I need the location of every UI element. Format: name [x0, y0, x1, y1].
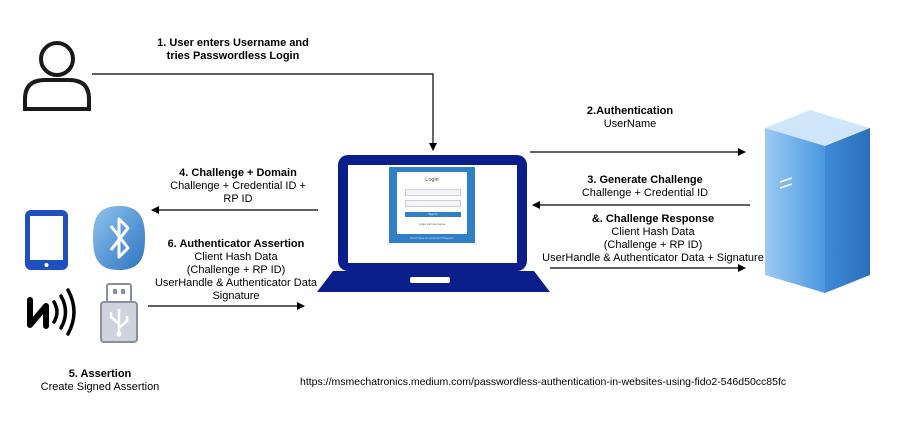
step-6-line-2: (Challenge + RP ID): [186, 264, 286, 276]
bluetooth-icon: [93, 206, 145, 270]
login-link[interactable]: Login via Username: [418, 222, 446, 226]
step-7-title: &. Challenge Response: [591, 213, 715, 225]
login-card: Login Sign in Login via Username: [397, 172, 467, 234]
step-4-line-1: Challenge + Credential ID +: [170, 180, 306, 192]
phone-icon: [25, 210, 68, 270]
source-url[interactable]: https://msmechatronics.medium.com/passwo…: [300, 376, 787, 388]
username-field[interactable]: [405, 189, 461, 196]
laptop-screen: Login Sign in Login via Username Don't h…: [389, 167, 475, 243]
step-1-line-1: tries Passwordless Login: [166, 50, 300, 62]
step-7-label: &. Challenge Response Client Hash Data (…: [533, 213, 773, 265]
user-icon: [23, 41, 91, 111]
step-4-line-2: RP ID: [223, 193, 253, 205]
register-link[interactable]: Don't have an account? Register: [410, 236, 454, 240]
nfc-icon: [27, 288, 76, 336]
step-6-line-3: UserHandle & Authenticator Data: [154, 277, 318, 289]
step-2-label: 2.Authentication UserName: [565, 105, 695, 131]
step-7-line-2: (Challenge + RP ID): [603, 239, 703, 251]
step-7-line-3: UserHandle & Authenticator Data + Signat…: [542, 252, 764, 264]
step-2-line-1: UserName: [603, 118, 657, 130]
step-7-line-1: Client Hash Data: [611, 226, 695, 238]
step-1-label: 1. User enters Username and tries Passwo…: [138, 37, 328, 63]
step-5-label: 5. Assertion Create Signed Assertion: [20, 368, 180, 394]
step-6-line-4: Signature: [212, 290, 260, 302]
step-4-label: 4. Challenge + Domain Challenge + Creden…: [158, 167, 318, 206]
step-5-line-1: Create Signed Assertion: [40, 381, 160, 393]
step-3-line-1: Challenge + Credential ID: [581, 187, 709, 199]
step-1-title: 1. User enters Username and: [157, 37, 309, 49]
step-3-label: 3. Generate Challenge Challenge + Creden…: [560, 174, 730, 200]
sign-in-button[interactable]: Sign in: [405, 212, 461, 217]
step-3-title: 3. Generate Challenge: [587, 174, 703, 186]
login-title: Login: [425, 177, 439, 183]
usb-key-icon: [100, 283, 138, 343]
arrow-step-1: [92, 73, 437, 151]
step-2-title: 2.Authentication: [586, 105, 674, 117]
step-4-title: 4. Challenge + Domain: [179, 167, 297, 179]
step-6-label: 6. Authenticator Assertion Client Hash D…: [136, 238, 336, 303]
step-6-line-1: Client Hash Data: [194, 251, 278, 263]
step-5-title: 5. Assertion: [68, 368, 132, 380]
server-icon: [765, 110, 870, 293]
password-field[interactable]: [405, 200, 461, 207]
step-6-title: 6. Authenticator Assertion: [167, 238, 305, 250]
